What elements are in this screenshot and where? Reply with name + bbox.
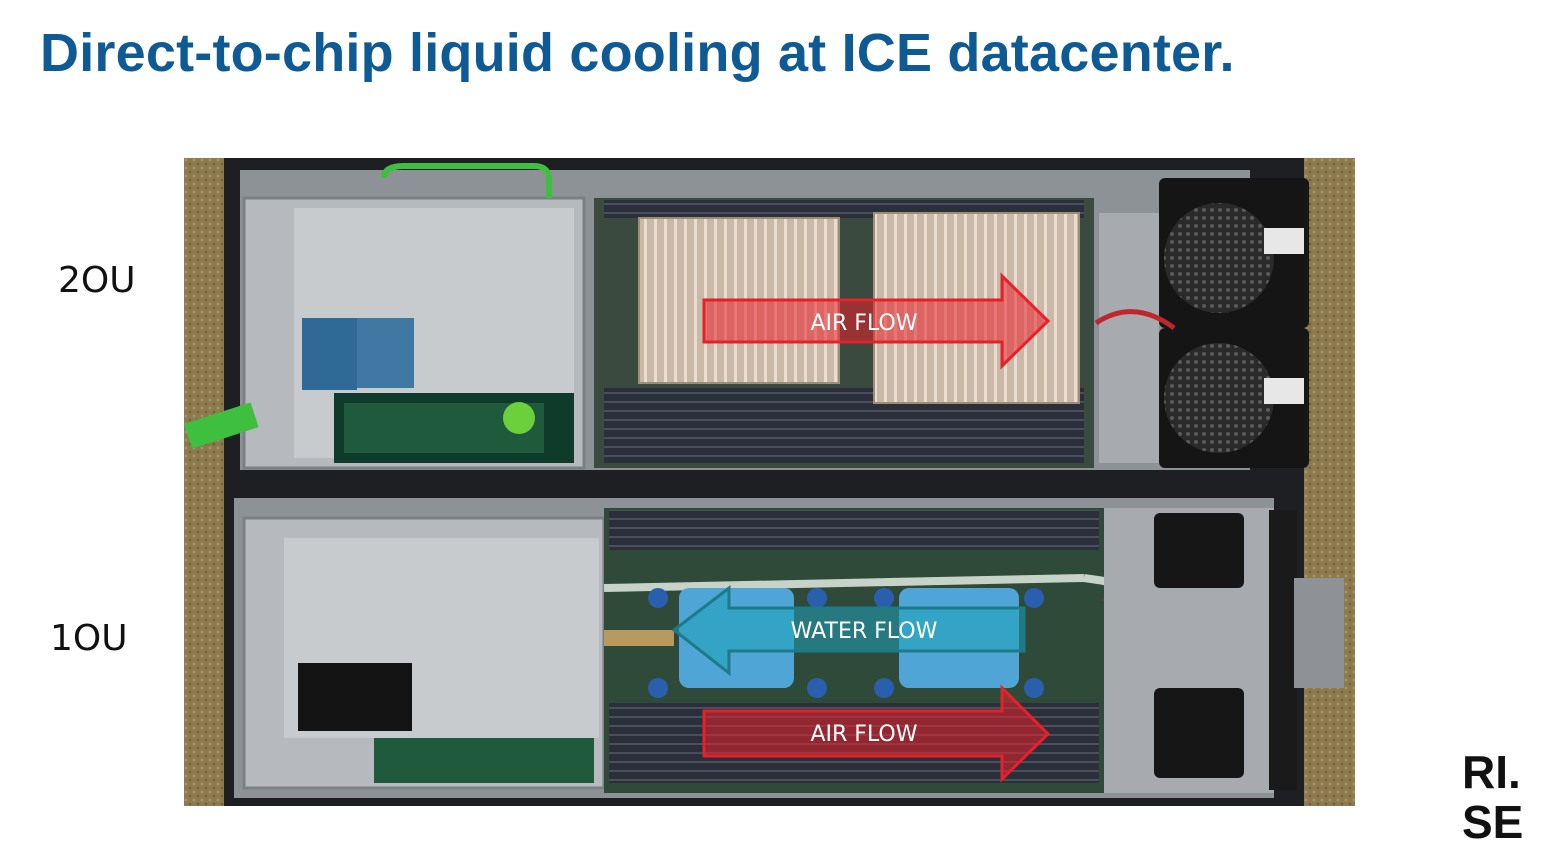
air-flow-top-label: AIR FLOW (810, 311, 917, 336)
server-photo: AIR FLOW WATER FLOW AIR FLOW (184, 158, 1355, 806)
air-flow-bottom-label: AIR FLOW (810, 722, 917, 747)
water-flow-arrow: WATER FLOW (671, 584, 1026, 677)
logo-line2: SE (1462, 796, 1523, 844)
air-flow-arrow-bottom: AIR FLOW (702, 684, 1051, 783)
slide-title: Direct-to-chip liquid cooling at ICE dat… (40, 23, 1235, 83)
air-flow-arrow-top: AIR FLOW (702, 272, 1051, 370)
rise-logo: RI. SE (1462, 744, 1534, 848)
label-2ou: 2OU (58, 260, 136, 301)
logo-line1: RI. (1462, 746, 1521, 798)
water-flow-label: WATER FLOW (791, 619, 938, 644)
server-2ou (184, 163, 1309, 470)
label-1ou: 1OU (50, 618, 128, 659)
